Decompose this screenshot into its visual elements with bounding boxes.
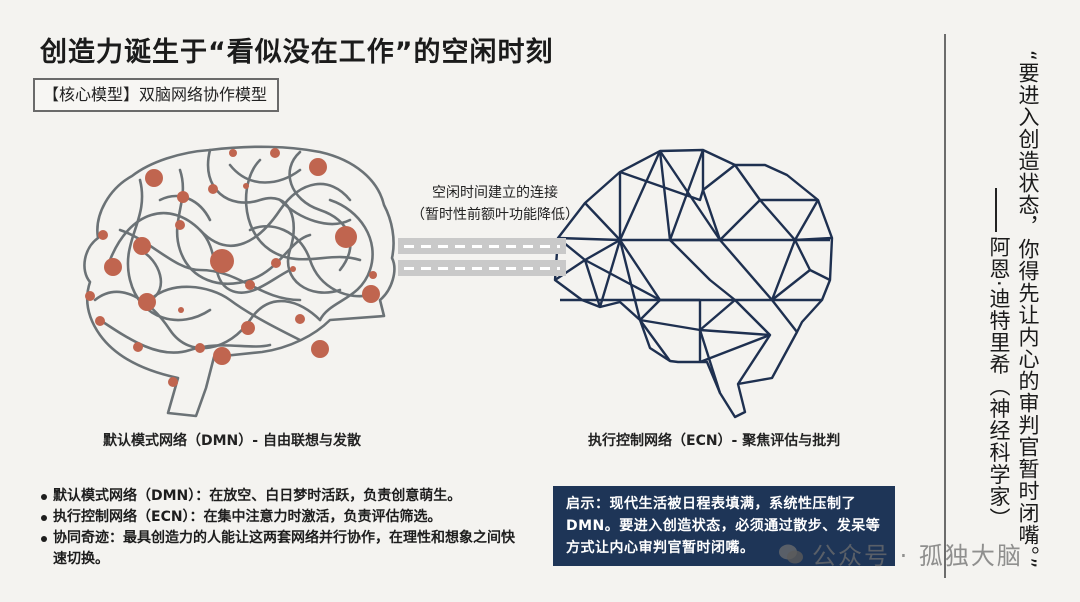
watermark: 公众号 · 孤独大脑	[778, 536, 1023, 571]
key-point-ecn: 执行控制网络（ECN）：在集中注意力时激活，负责评估筛选。	[40, 507, 520, 528]
key-point-dmn: 默认模式网络（DMN）：在放空、白日梦时活跃，负责创意萌生。	[40, 486, 520, 507]
dmn-nodes	[85, 148, 380, 387]
connection-label-line1: 空闲时间建立的连接	[432, 185, 558, 201]
ecn-caption: 执行控制网络（ECN）- 聚焦评估与批判	[588, 433, 841, 449]
page-title: 创造力诞生于“看似没在工作”的空闲时刻	[40, 37, 554, 68]
vertical-divider	[944, 34, 946, 578]
dmn-brain-icon	[83, 145, 396, 418]
key-points-list: 默认模式网络（DMN）：在放空、白日梦时活跃，负责创意萌生。 执行控制网络（EC…	[40, 486, 520, 570]
quote-text: “要进入创造状态，你得先让内心的审判官暂时闭嘴。”	[1016, 50, 1040, 570]
connection-bridge	[398, 236, 566, 286]
wechat-icon	[779, 544, 803, 563]
connection-label-line2: （暂时性前额叶功能降低）	[411, 207, 579, 223]
key-point-synergy: 协同奇迹：最具创造力的人能让这两套网络并行协作，在理性和想象之间快速切换。	[40, 528, 520, 570]
ecn-brain-icon	[553, 148, 834, 419]
connection-label: 空闲时间建立的连接 （暂时性前额叶功能降低）	[405, 182, 585, 226]
watermark-text: 公众号 · 孤独大脑	[812, 542, 1023, 570]
bridge-lane-bottom	[398, 260, 566, 276]
insight-box: 启示：现代生活被日程表填满，系统性压制了DMN。要进入创造状态，必须通过散步、发…	[553, 486, 895, 566]
dual-brain-diagram	[83, 145, 834, 419]
quote-author: 阿恩·迪特里希（神经科学家）	[987, 236, 1011, 530]
bridge-lane-top	[398, 238, 566, 254]
model-label: 【核心模型】双脑网络协作模型	[33, 78, 279, 112]
dmn-caption: 默认模式网络（DMN）- 自由联想与发散	[103, 433, 361, 449]
quote-dash	[995, 188, 997, 232]
